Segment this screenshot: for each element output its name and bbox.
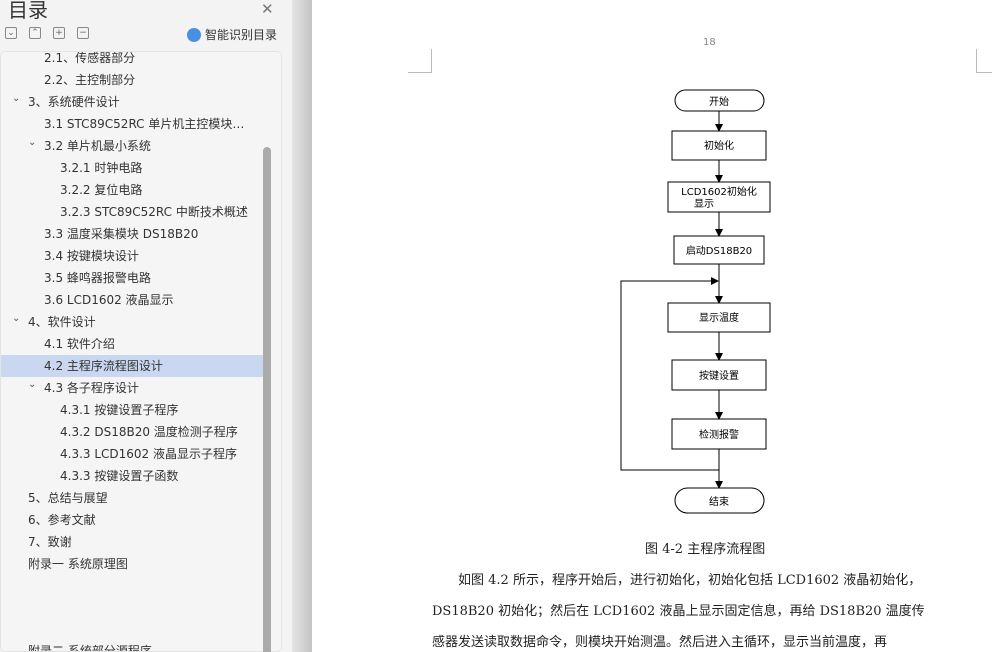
flow-lcd-init (667, 181, 771, 213)
chevron-down-icon[interactable]: ⌄ (28, 137, 37, 148)
smart-toc-label: 智能识别目录 (205, 28, 278, 42)
ai-icon (187, 27, 201, 42)
toc-item[interactable]: ⌄3、系统硬件设计 (1, 91, 263, 113)
page-corner-mark (408, 49, 432, 73)
flow-end-label: 结束 (709, 495, 729, 508)
collapse-all-icon[interactable]: ⌄ (5, 27, 17, 39)
paragraph-line: 感器发送读取数据命令，则模块开始测温。然后进入主循环，显示当前温度，再 (432, 635, 888, 650)
paragraph-line: 如图 4.2 所示，程序开始后，进行初始化，初始化包括 LCD1602 液晶初始… (458, 573, 922, 588)
panel-divider[interactable] (292, 0, 312, 652)
toc-item[interactable]: ⌄4.3 各子程序设计 (1, 377, 263, 399)
flow-start-label: 开始 (709, 95, 729, 108)
flow-show-temp (667, 302, 771, 333)
flow-temp-label: 显示温度 (699, 311, 739, 324)
flow-alarm (671, 418, 767, 450)
toc-item[interactable]: ⌄4、软件设计 (1, 311, 263, 333)
remove-level-icon[interactable]: − (77, 27, 89, 39)
flow-key-label: 按键设置 (699, 369, 739, 382)
flow-key-set (671, 359, 767, 391)
smart-toc-button[interactable]: 智能识别目录 (187, 26, 277, 43)
flow-start-ds18b20 (673, 235, 765, 265)
toc-item[interactable]: ⌄3.2 单片机最小系统 (1, 135, 263, 157)
figure-caption: 图 4-2 主程序流程图 (645, 542, 766, 557)
add-level-icon[interactable]: + (53, 27, 65, 39)
chevron-down-icon[interactable]: ⌄ (12, 93, 21, 104)
page-number: 18 (703, 37, 716, 48)
flow-ds-label: 启动DS18B20 (686, 244, 752, 257)
scrollbar-thumb[interactable] (263, 147, 271, 652)
toc-item[interactable]: 4.2 主程序流程图设计 (1, 355, 263, 377)
close-icon[interactable]: ✕ (261, 0, 274, 18)
chevron-down-icon[interactable]: ⌄ (28, 379, 37, 390)
flow-lcd-label-2: 显示 (694, 198, 714, 210)
flow-end (674, 487, 765, 514)
chevron-down-icon[interactable]: ⌄ (12, 313, 21, 324)
flow-init (671, 130, 767, 161)
flow-start (674, 89, 765, 112)
flow-lcd-label: LCD1602初始化 (681, 185, 757, 198)
paragraph-line: DS18B20 初始化；然后在 LCD1602 液晶上显示固定信息，再给 DS1… (432, 604, 925, 619)
page-corner-mark (976, 49, 992, 73)
flow-alarm-label: 检测报警 (699, 428, 739, 441)
expand-up-icon[interactable]: ⌃ (29, 27, 41, 39)
flow-init-label: 初始化 (704, 139, 734, 152)
toc-title: 目录 (8, 0, 48, 22)
